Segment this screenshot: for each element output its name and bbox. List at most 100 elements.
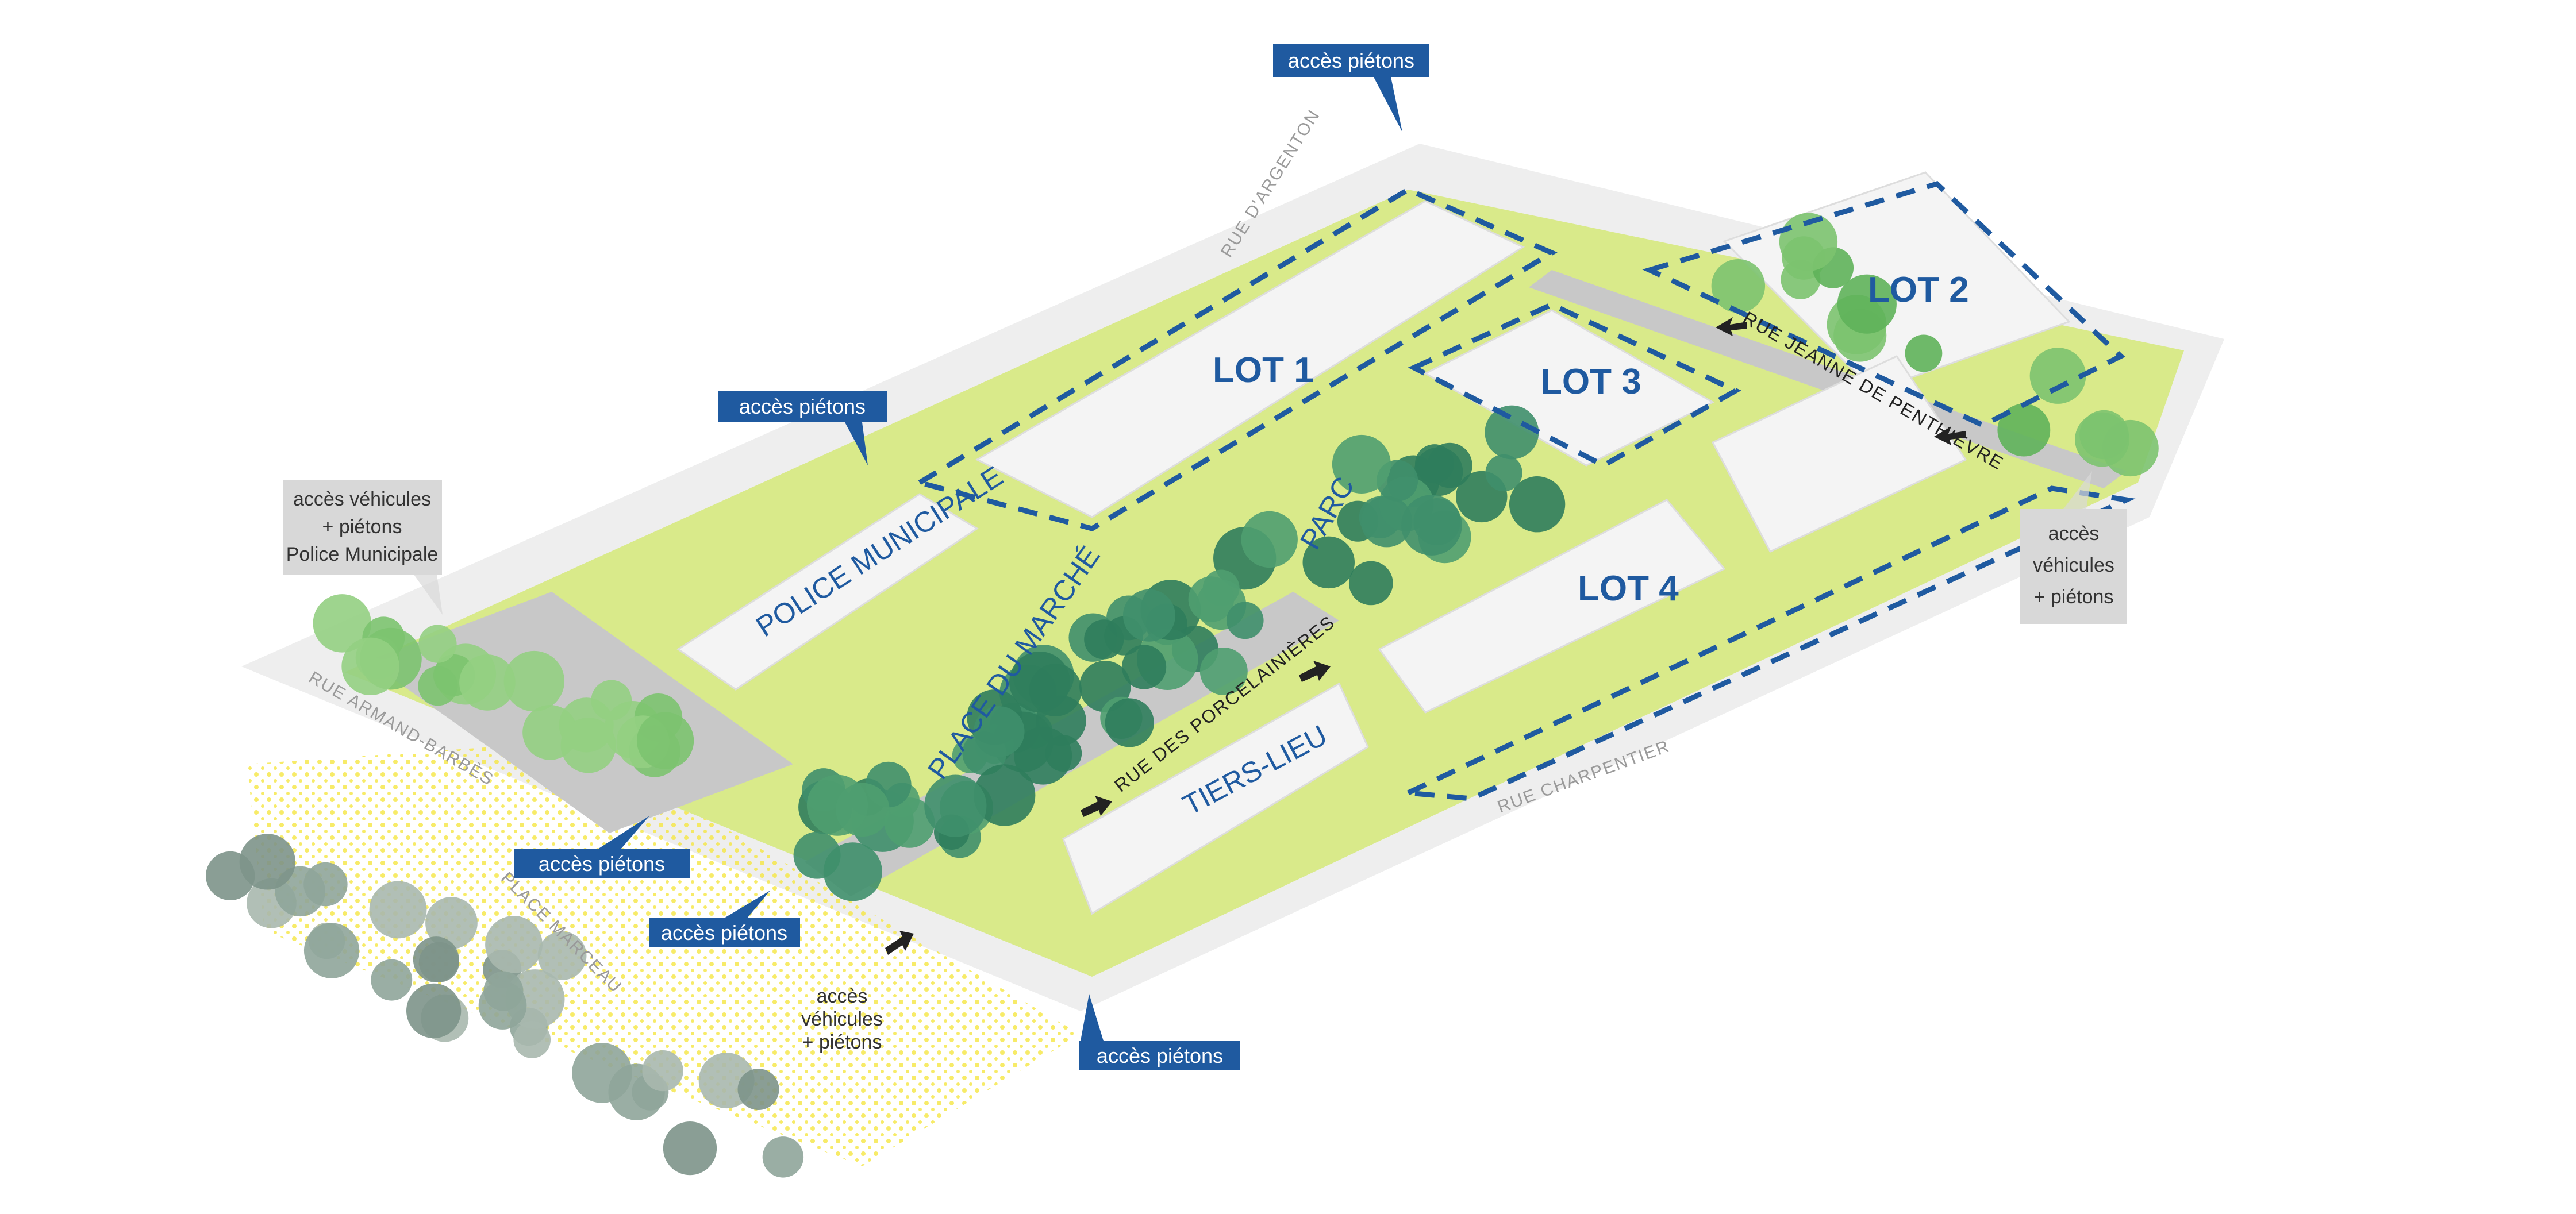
plaza-marceau xyxy=(247,741,1081,1166)
building-large xyxy=(1711,355,1967,553)
arrow-icons xyxy=(885,317,1966,955)
tree-icon xyxy=(313,594,371,653)
tree-icon xyxy=(1485,405,1539,460)
tree-icon xyxy=(206,851,255,901)
svg-text:accès: accès xyxy=(817,985,868,1007)
callout-pietons-police: accès piétons xyxy=(718,391,887,465)
svg-text:accès piétons: accès piétons xyxy=(739,395,866,418)
tree-icon xyxy=(1905,334,1943,372)
tree-icon xyxy=(636,712,694,769)
tree-icon xyxy=(369,881,427,939)
svg-text:accès véhicules: accès véhicules xyxy=(293,488,431,510)
tree-icon xyxy=(1711,259,1766,313)
svg-text:+ piétons: + piétons xyxy=(802,1031,882,1053)
building-lot1 xyxy=(975,200,1525,518)
arrow-icon xyxy=(1081,796,1112,817)
tree-icon xyxy=(303,923,360,978)
tree-icon xyxy=(973,764,1036,826)
arrow-icon xyxy=(1716,317,1747,336)
tree-icon xyxy=(503,650,565,712)
tree-icon xyxy=(371,959,413,1001)
tree-icon xyxy=(1188,576,1235,622)
svg-text:accès piétons: accès piétons xyxy=(539,852,665,876)
svg-text:accès piétons: accès piétons xyxy=(1097,1044,1223,1067)
svg-text:accès piétons: accès piétons xyxy=(1288,49,1414,72)
tree-icon xyxy=(762,1136,804,1178)
tree-icon xyxy=(1199,648,1248,696)
lot4-label: LOT 4 xyxy=(1578,569,1679,608)
tree-icon xyxy=(1997,403,2051,457)
callout-police-access: accès véhicules + piétons Police Municip… xyxy=(283,480,443,615)
callout-pietons-bottom: accès piétons xyxy=(1079,994,1240,1070)
callout-vehicules-right: accès véhicules + piétons xyxy=(2020,471,2127,624)
callout-vehicules-bottom: accès véhicules + piétons xyxy=(801,985,883,1053)
callout-pietons-barbes: accès piétons xyxy=(514,816,690,878)
tree-icon xyxy=(1837,274,1897,334)
road-penthievre xyxy=(1529,270,2127,488)
svg-text:+ piétons: + piétons xyxy=(322,516,402,538)
tree-icon xyxy=(413,936,459,982)
tree-icon xyxy=(341,637,399,696)
tree-icon xyxy=(513,1021,551,1058)
svg-text:accès piétons: accès piétons xyxy=(661,921,787,945)
tree-icon xyxy=(485,916,543,973)
lot1-boundary xyxy=(913,186,1558,531)
tree-icon xyxy=(836,783,890,837)
tree-icon xyxy=(1122,589,1175,642)
tree-icon xyxy=(425,897,478,949)
lot3-boundary xyxy=(1408,302,1741,469)
svg-text:accès: accès xyxy=(2048,523,2100,545)
tree-icon xyxy=(1241,511,1298,568)
tree-icon xyxy=(537,931,587,980)
lot1-label: LOT 1 xyxy=(1213,350,1314,390)
tree-icon xyxy=(823,842,882,901)
tree-icon xyxy=(2075,412,2129,467)
tree-icon xyxy=(418,666,458,706)
tree-icon xyxy=(1361,496,1413,548)
lot4-boundary xyxy=(1398,485,2136,801)
tree-icon xyxy=(974,706,1025,757)
tree-icon xyxy=(1014,726,1072,785)
tree-icon xyxy=(459,654,516,711)
tree-icon xyxy=(1302,536,1355,589)
tree-icon xyxy=(418,625,457,663)
lot2-boundary xyxy=(1642,180,2125,428)
tree-icon xyxy=(1485,454,1522,492)
tree-icon xyxy=(1105,698,1154,747)
arrow-icon xyxy=(1299,661,1331,682)
tree-icon xyxy=(572,1043,632,1103)
tree-icon xyxy=(1226,602,1264,639)
callout-pietons-marceau: accès piétons xyxy=(649,891,800,947)
callout-pietons-top: accès piétons xyxy=(1273,44,1429,132)
tree-icon xyxy=(1332,434,1391,494)
tree-icon xyxy=(1121,645,1167,689)
trees xyxy=(206,213,2159,1178)
tree-icon xyxy=(1348,561,1393,606)
svg-text:véhicules: véhicules xyxy=(2033,554,2114,576)
tree-icon xyxy=(1401,495,1462,556)
tree-icon xyxy=(924,774,987,837)
tree-icon xyxy=(478,981,527,1030)
svg-text:+ piétons: + piétons xyxy=(2034,586,2114,608)
arrow-icon xyxy=(1934,426,1966,445)
lot3-label: LOT 3 xyxy=(1540,362,1641,402)
arrow-icon xyxy=(885,931,914,955)
lot2-label: LOT 2 xyxy=(1868,270,1969,310)
tree-icon xyxy=(2029,348,2086,404)
tree-icon xyxy=(1509,476,1566,533)
tree-icon xyxy=(663,1121,717,1176)
tree-icon xyxy=(642,1050,683,1092)
building-tiers-lieu xyxy=(1062,682,1369,915)
svg-text:véhicules: véhicules xyxy=(801,1008,883,1030)
building-lot4 xyxy=(1378,499,1726,714)
tree-icon xyxy=(591,680,632,721)
tree-icon xyxy=(1779,213,1838,271)
tree-icon xyxy=(560,718,616,773)
tree-icon xyxy=(884,797,935,848)
tree-icon xyxy=(406,983,462,1039)
svg-text:Police Municipale: Police Municipale xyxy=(286,544,439,565)
tree-icon xyxy=(737,1069,779,1111)
building-police xyxy=(676,493,979,691)
tree-icon xyxy=(1414,444,1455,484)
